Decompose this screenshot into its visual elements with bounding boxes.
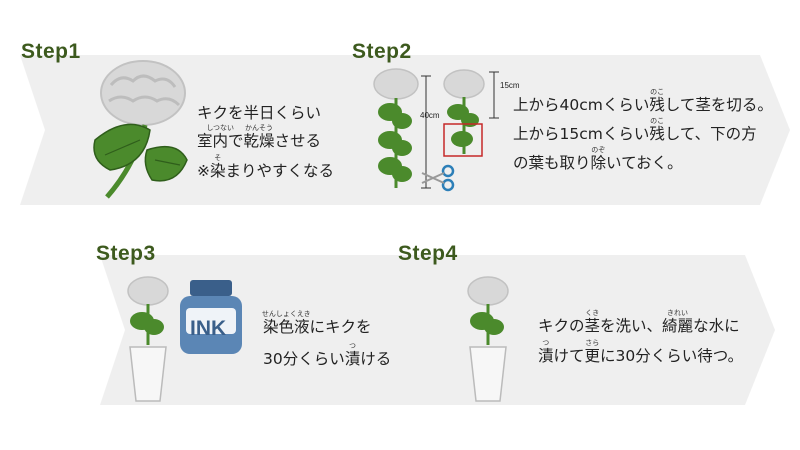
step2-chrysanthemum-40cm-illustration [373, 68, 431, 189]
step1-line2: しつない室内でかんそう乾燥させる [197, 124, 322, 150]
step2-chrysanthemum-15cm-illustration [443, 69, 499, 157]
step2-line1: 上から40cmくらいのこ残して茎を切る。 [513, 88, 773, 114]
step4-vase-with-chrysanthemum [467, 276, 509, 402]
step3-line2: 30分くらいつ漬ける [263, 342, 392, 368]
step1-label: Step1 [21, 40, 81, 63]
step4-line1: キクのくき茎を洗い、きれい綺麗な水に [538, 309, 740, 335]
step4-label: Step4 [398, 242, 458, 265]
ink-bottle-label: INK [190, 317, 227, 340]
ink-bottle-icon [180, 280, 242, 354]
step1-line2-shitsunai: しつない室内で [197, 124, 244, 150]
step2-line2: 上から15cmくらいのこ残して、下の方 [513, 117, 757, 143]
step3-label: Step3 [96, 242, 156, 265]
step1-chrysanthemum-illustration [93, 60, 188, 199]
step3-line1: せんしょくえき染色液にキクを [261, 310, 372, 336]
step1-line2-kansou: かんそう乾燥 [243, 124, 275, 150]
step1-line1: キクを半日くらい [197, 104, 322, 122]
step2-line3: の葉も取りのぞ除いておく。 [513, 146, 683, 172]
step3-vase-with-chrysanthemum [127, 276, 169, 402]
step1-line3: ※そ染まりやすくなる [197, 154, 335, 180]
step2-measure-15cm: 15cm [500, 81, 520, 90]
scissors-icon [421, 164, 455, 192]
step2-label: Step2 [352, 40, 412, 63]
step4-line2: つ漬けてさら更に30分くらい待つ。 [538, 339, 744, 365]
step2-measure-40cm: 40cm [420, 111, 440, 120]
